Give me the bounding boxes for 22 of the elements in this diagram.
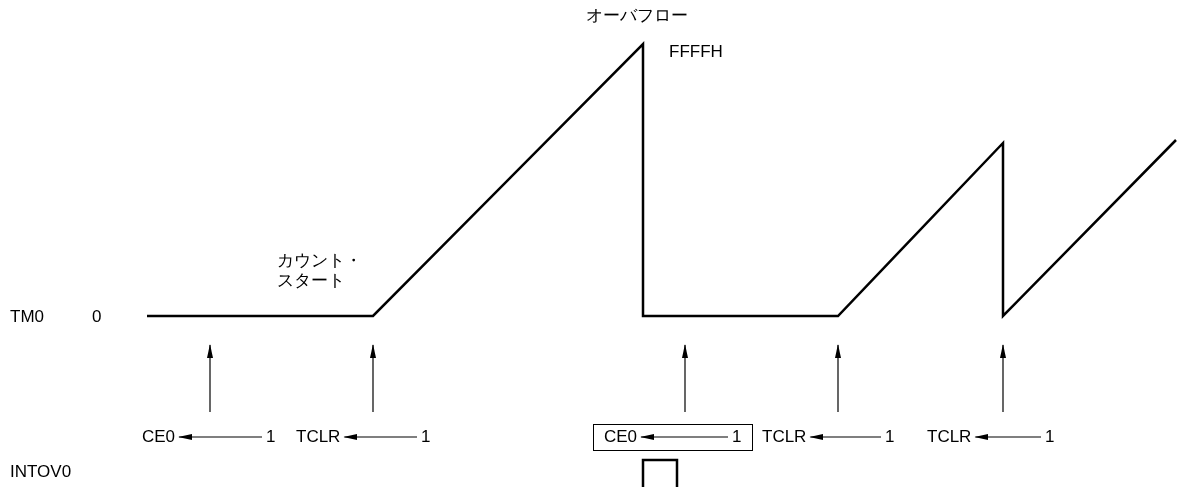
arrow <box>178 434 263 440</box>
arrow <box>809 434 882 440</box>
highlight-box <box>593 424 753 451</box>
arrow <box>974 434 1042 440</box>
register-name: TCLR <box>923 427 976 447</box>
signal-name: INTOV0 <box>10 462 72 482</box>
bit-value: 1 <box>1041 427 1059 447</box>
arrow <box>343 434 418 440</box>
bit-value: 1 <box>262 427 280 447</box>
bit-value: 1 <box>728 427 746 447</box>
annotation-text: カウント・スタート <box>277 251 363 291</box>
bit-value: 1 <box>881 427 899 447</box>
value-label: 0 <box>92 307 102 327</box>
signal-name: TM0 <box>10 307 44 327</box>
register-name: TCLR <box>292 427 345 447</box>
arrow <box>640 434 729 440</box>
bit-value: 1 <box>417 427 435 447</box>
register-name: CE0 <box>600 427 642 447</box>
value-label: オーバフロー <box>586 6 688 26</box>
value-label: FFFFH <box>669 42 723 62</box>
register-name: TCLR <box>758 427 811 447</box>
register-name: CE0 <box>138 427 180 447</box>
